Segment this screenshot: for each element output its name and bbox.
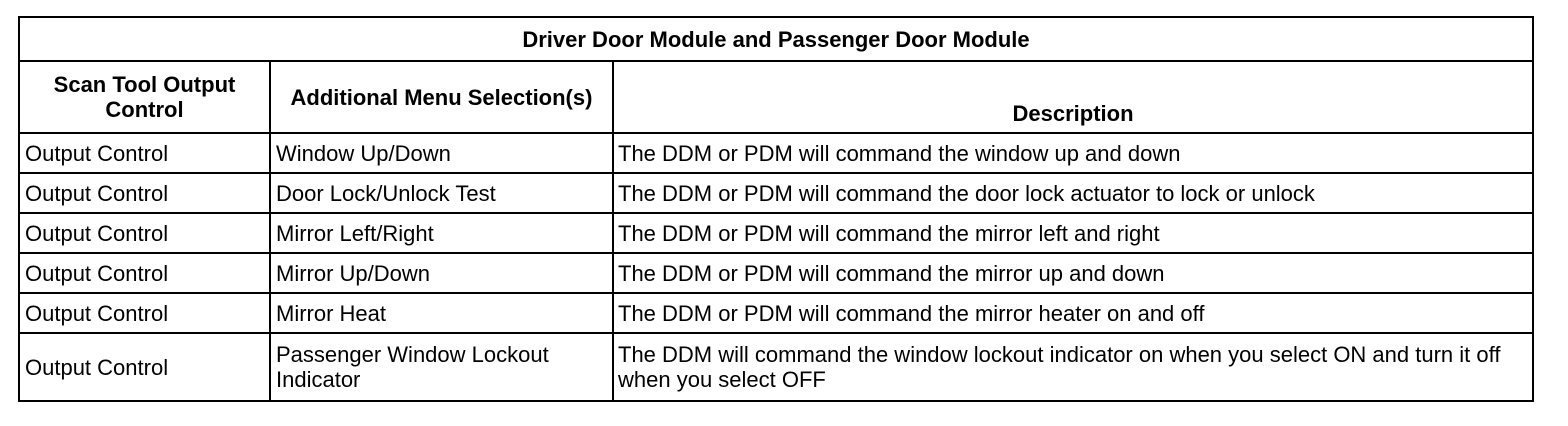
table-title-row: Driver Door Module and Passenger Door Mo… [17,16,1535,62]
cell-output-control: Output Control [18,132,271,174]
table-row: Output Control Window Up/Down The DDM or… [18,132,1535,174]
cell-output-control: Output Control [18,212,271,254]
cell-output-control: Output Control [18,332,271,402]
table-header-row: Scan Tool Output Control Additional Menu… [18,60,1535,134]
table-title: Driver Door Module and Passenger Door Mo… [17,16,1535,62]
cell-description: The DDM or PDM will command the mirror h… [611,292,1535,334]
cell-menu-selection: Window Up/Down [269,132,614,174]
cell-menu-selection: Door Lock/Unlock Test [269,172,614,214]
cell-menu-selection: Mirror Left/Right [269,212,614,254]
table-row: Output Control Door Lock/Unlock Test The… [18,172,1535,214]
table-row: Output Control Passenger Window Lockout … [18,332,1535,402]
cell-menu-selection: Passenger Window Lockout Indicator [269,332,614,402]
cell-menu-selection: Mirror Heat [269,292,614,334]
output-control-table-container: Driver Door Module and Passenger Door Mo… [17,16,1535,402]
cell-output-control: Output Control [18,172,271,214]
cell-output-control: Output Control [18,252,271,294]
column-header-scan-tool-output-control: Scan Tool Output Control [18,60,271,134]
column-header-additional-menu-selections: Additional Menu Selection(s) [269,60,614,134]
table-row: Output Control Mirror Heat The DDM or PD… [18,292,1535,334]
table-row: Output Control Mirror Up/Down The DDM or… [18,252,1535,294]
output-control-table: Driver Door Module and Passenger Door Mo… [17,16,1535,402]
cell-description: The DDM will command the window lockout … [611,332,1535,402]
cell-menu-selection: Mirror Up/Down [269,252,614,294]
cell-description: The DDM or PDM will command the door loc… [611,172,1535,214]
column-header-description: Description [611,60,1535,134]
cell-description: The DDM or PDM will command the mirror u… [611,252,1535,294]
cell-description: The DDM or PDM will command the mirror l… [611,212,1535,254]
cell-description: The DDM or PDM will command the window u… [611,132,1535,174]
table-row: Output Control Mirror Left/Right The DDM… [18,212,1535,254]
cell-output-control: Output Control [18,292,271,334]
